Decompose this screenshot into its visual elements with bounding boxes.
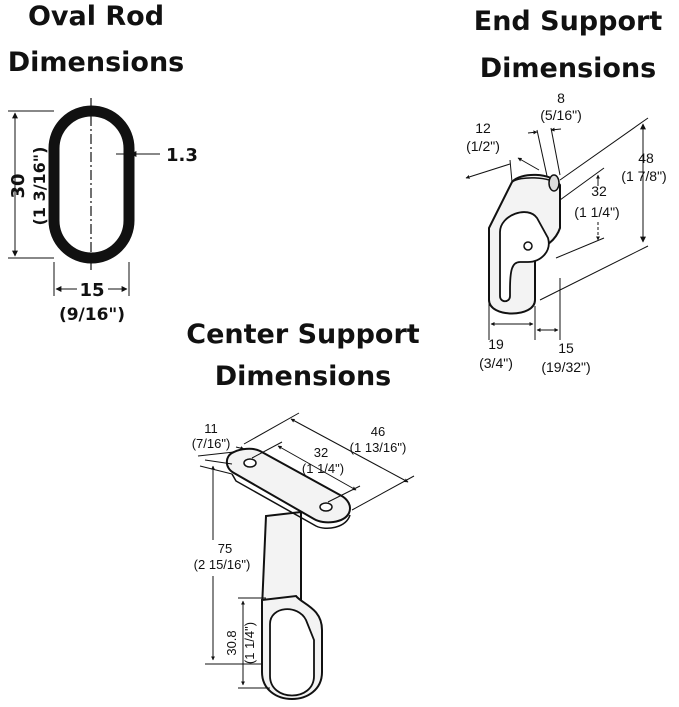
center-support-holes-mm: 32 <box>314 445 328 460</box>
center-support-length-ext-left <box>243 412 300 445</box>
end-support-inner-mm: 32 <box>591 183 607 199</box>
oval-rod-section: Oval Rod Dimensions 30 (1 3/16") 1.3 15 … <box>8 1 198 325</box>
center-support-plate-w-ext-top <box>197 451 235 457</box>
end-support-width-in: (3/4") <box>479 355 513 371</box>
end-support-depth-line <box>465 163 511 179</box>
end-support-rod-opening <box>499 211 550 303</box>
center-support-holes-line <box>277 445 357 491</box>
center-support-ring-mm: 30.8 <box>224 630 239 655</box>
center-support-plate-w-mm: 11 <box>204 421 218 436</box>
end-support-depth-arrow-right <box>517 157 540 171</box>
end-support-inner-ext-bottom <box>555 237 605 259</box>
end-support-title-line1: End Support <box>474 6 663 37</box>
end-support-screw-head <box>548 174 560 192</box>
center-support-height-mm: 75 <box>218 541 232 556</box>
end-support-slot-mm: 15 <box>558 340 574 356</box>
end-support-slot-in: (19/32") <box>541 359 590 375</box>
center-support-length-mm: 46 <box>371 424 385 439</box>
center-support-plate-w-arrow <box>235 446 245 451</box>
center-support-stem <box>260 510 302 609</box>
center-support-hole-right <box>319 502 333 512</box>
oval-rod-width-in: (9/16") <box>59 305 125 325</box>
end-support-screw-arrow-right <box>550 127 562 132</box>
center-support-length-in: (1 13/16") <box>350 440 407 455</box>
center-support-section: Center Support Dimensions 11 (7/16") 46 … <box>186 319 420 700</box>
center-support-ring-opening <box>269 608 315 697</box>
center-support-plate-w-ext-bottom <box>199 465 233 475</box>
end-support-title-line2: Dimensions <box>480 53 657 84</box>
end-support-height-in: (1 7/8") <box>621 168 666 184</box>
end-support-screw-ext-right <box>550 127 561 176</box>
end-support-section: End Support Dimensions 8 (5/16") 12 (1/2… <box>465 6 667 375</box>
end-support-height-ext-bottom <box>539 245 649 301</box>
end-support-screw-hole <box>523 241 533 251</box>
oval-rod-title-line1: Oval Rod <box>28 1 164 32</box>
end-support-screw-ext-left <box>536 129 548 177</box>
end-support-inner-in: (1 1/4") <box>574 204 619 220</box>
end-support-width-mm: 19 <box>488 336 504 352</box>
end-support-screw-in: (5/16") <box>540 107 582 123</box>
end-support-inner-ext-top <box>559 167 605 201</box>
oval-rod-width-mm: 15 <box>79 280 104 301</box>
end-support-height-mm: 48 <box>638 150 654 166</box>
end-support-depth-mm: 12 <box>475 120 491 136</box>
center-support-holes-ext-left <box>251 441 283 459</box>
end-support-depth-ext <box>509 159 513 183</box>
center-support-plate-edge <box>231 473 351 529</box>
center-support-title-line2: Dimensions <box>215 361 392 392</box>
center-support-plate-w-in: (7/16") <box>192 436 231 451</box>
end-support-depth-in: (1/2") <box>466 138 500 154</box>
center-support-title-line1: Center Support <box>186 319 419 350</box>
center-support-hole-left <box>243 458 257 468</box>
end-support-screw-arrow-left <box>527 130 538 135</box>
center-support-height-ext-top <box>204 459 233 465</box>
oval-rod-title-line2: Dimensions <box>8 47 185 78</box>
center-support-ring-in: (1 1/4") <box>242 622 257 664</box>
center-support-length-ext-right <box>351 475 415 511</box>
oval-rod-height-in: (1 3/16") <box>30 147 49 226</box>
oval-rod-height-mm: 30 <box>8 173 29 198</box>
center-support-holes-in: (1 1/4") <box>302 461 344 476</box>
center-support-height-in: (2 15/16") <box>194 557 251 572</box>
oval-rod-wall-mm: 1.3 <box>166 145 198 166</box>
end-support-screw-mm: 8 <box>557 90 565 106</box>
end-support-height-ext-top <box>559 117 649 181</box>
